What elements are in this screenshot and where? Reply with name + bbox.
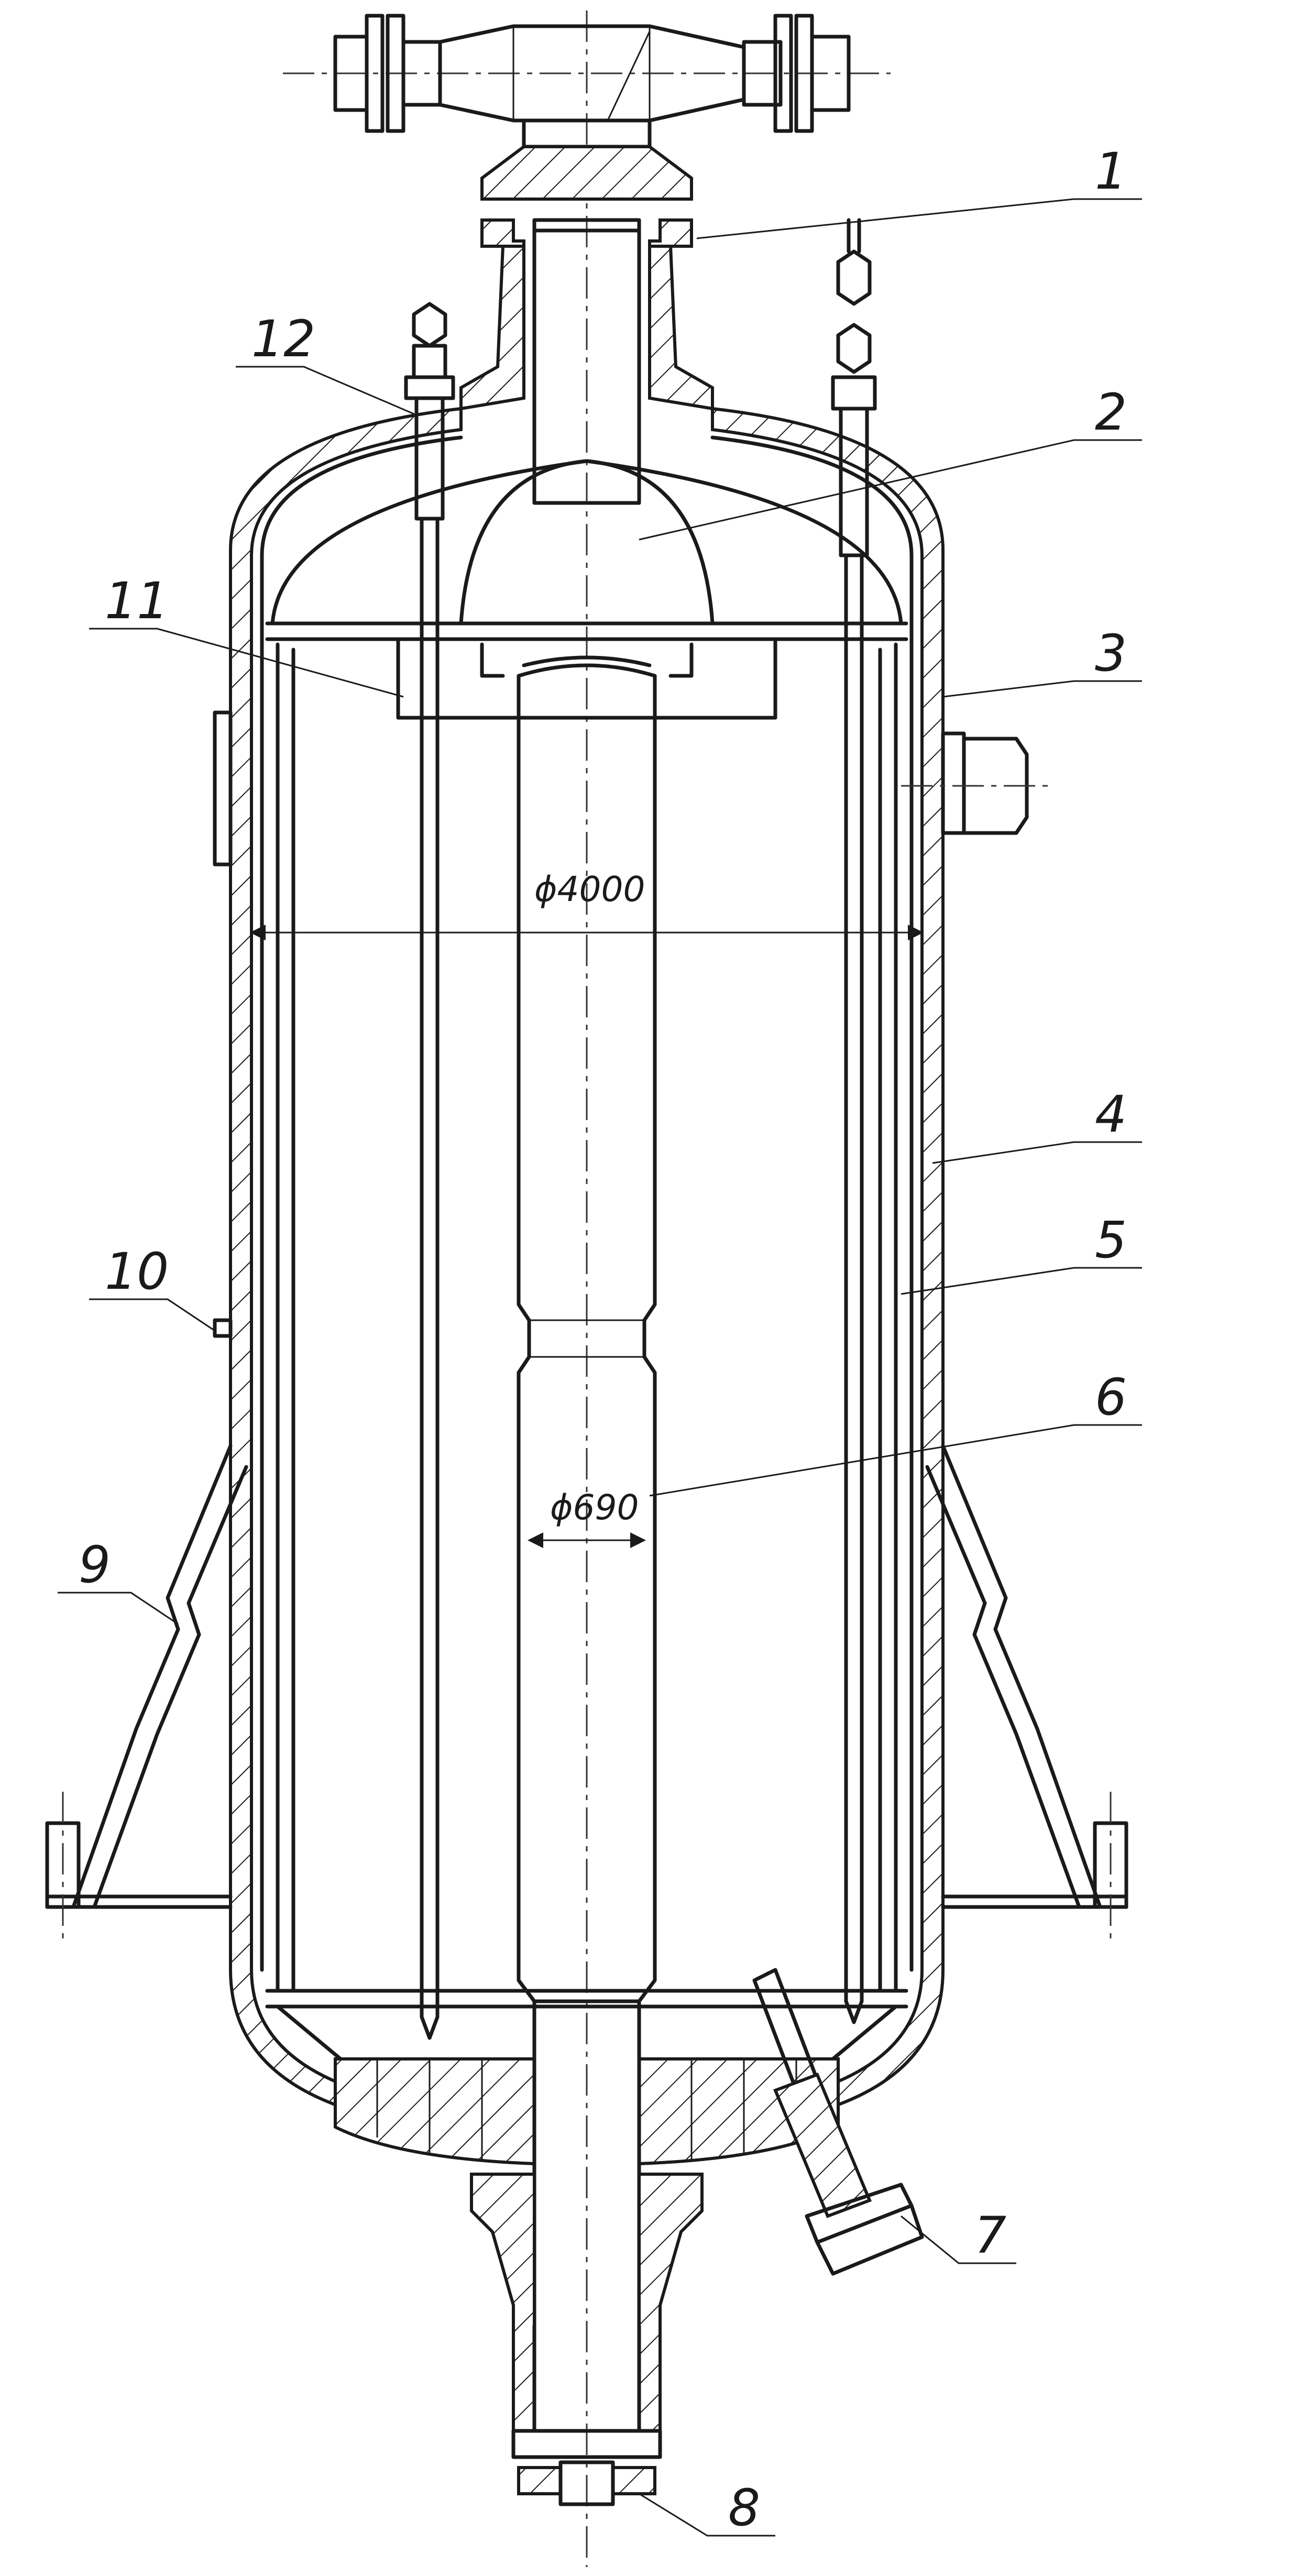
callout-label-7: 7: [974, 2206, 1006, 2265]
vessel-diameter-dimension: ϕ4000: [250, 869, 924, 940]
callout-label-11: 11: [105, 572, 169, 630]
callout-label-12: 12: [251, 310, 315, 368]
bottom-outlet: [470, 2173, 704, 2506]
callout-label-3: 3: [1095, 624, 1127, 683]
central-pipe: [517, 663, 657, 2003]
callouts: 1 2 3 4 5 6 7 8: [58, 142, 1142, 2537]
pipe-diameter-label: ϕ690: [550, 1487, 639, 1528]
callout-label-4: 4: [1095, 1085, 1127, 1144]
inner-basket: [265, 459, 908, 2061]
callout-label-8: 8: [728, 2479, 760, 2537]
callout-11: 11: [89, 572, 404, 698]
support-skirt: [45, 1444, 1128, 1938]
callout-label-1: 1: [1095, 142, 1127, 201]
callout-5: 5: [901, 1211, 1142, 1295]
callout-6: 6: [649, 1368, 1142, 1497]
callout-10: 10: [89, 1242, 215, 1332]
callout-label-9: 9: [79, 1536, 111, 1594]
callout-label-10: 10: [105, 1242, 169, 1301]
callout-label-6: 6: [1095, 1368, 1127, 1427]
callout-label-5: 5: [1095, 1211, 1127, 1269]
vessel-diameter-label: ϕ4000: [534, 869, 645, 909]
callout-9: 9: [58, 1536, 179, 1625]
thermocouple-right: [831, 218, 877, 2024]
thermocouple-left: [404, 302, 455, 2040]
callout-8: 8: [639, 2479, 775, 2537]
callout-12: 12: [236, 310, 414, 415]
callout-label-2: 2: [1095, 383, 1127, 442]
callout-3: 3: [942, 624, 1142, 698]
callout-4: 4: [932, 1085, 1142, 1164]
pipe-diameter-dimension: ϕ690: [528, 1487, 646, 1548]
callout-1: 1: [696, 142, 1142, 239]
top-outlet-assembly: [283, 14, 891, 149]
inclined-drain: [752, 1968, 924, 2276]
top-neck-flange: [459, 145, 714, 505]
callout-7: 7: [901, 2206, 1016, 2265]
side-nozzles: [213, 710, 1048, 1338]
callout-2: 2: [639, 383, 1142, 541]
